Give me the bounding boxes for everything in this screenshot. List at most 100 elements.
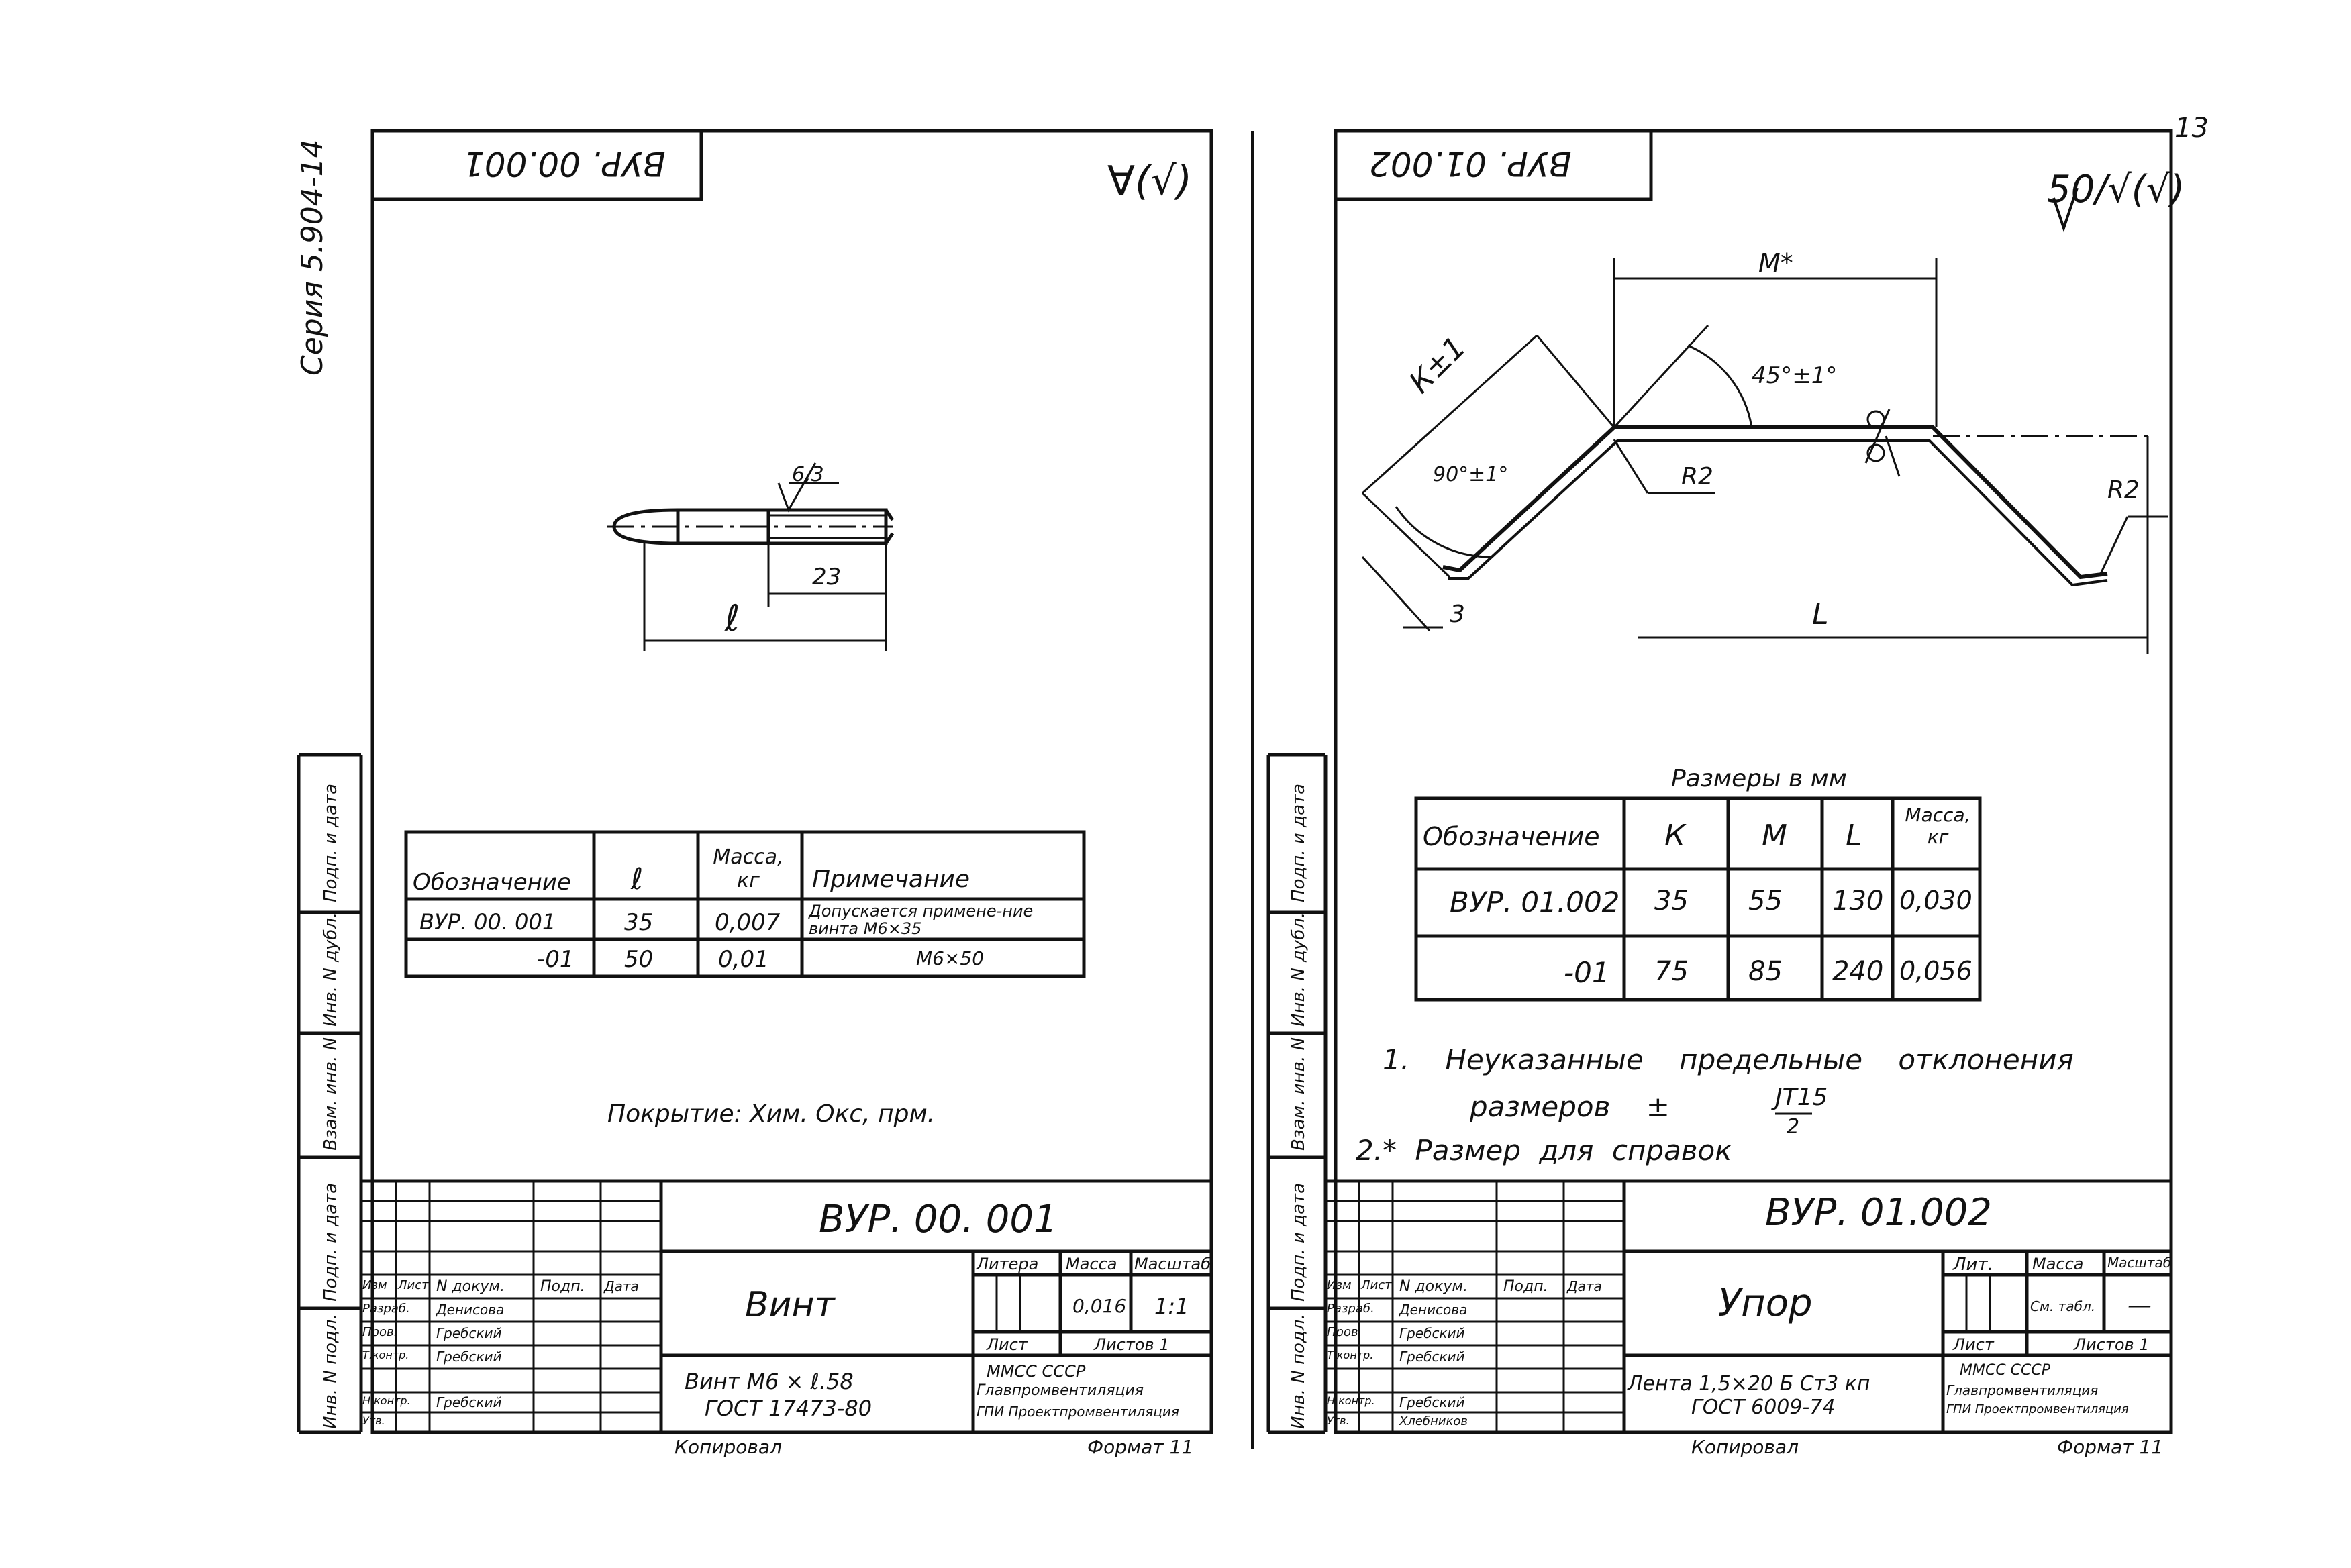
dim-angle-90: 90°±1° — [1433, 463, 1509, 486]
right-sign-role-1: Разраб. — [1327, 1302, 1374, 1316]
right-sign-role-2: Пров. — [1327, 1325, 1362, 1339]
right-tb-scale-value: — — [2128, 1292, 2152, 1319]
left-sign-role-4: Н.контр. — [362, 1394, 411, 1407]
left-table-r2-l: 50 — [624, 946, 654, 973]
left-table-r2-mass: 0,01 — [718, 946, 769, 973]
note-1: 1. Неуказанные предельные отклонения — [1383, 1043, 2074, 1076]
dim-three: 3 — [1450, 600, 1465, 628]
right-sign-name-1: Денисова — [1399, 1302, 1468, 1318]
right-tb-list: Лист — [1953, 1335, 1994, 1354]
left-sign-name-4: Гребский — [436, 1394, 502, 1410]
left-corner-code: ВУР. 00.001 — [463, 144, 666, 183]
right-sign-role-3: Т.контр. — [1327, 1349, 1374, 1361]
left-tb-code: ВУР. 00. 001 — [819, 1198, 1058, 1241]
left-sign-h-podp: Подп. — [540, 1278, 585, 1295]
left-side-label-5: Инв. N подл. — [321, 1314, 341, 1429]
left-table-header-mass: Масса, кг — [713, 845, 784, 892]
left-side-label-1: Подп. и дата — [321, 783, 341, 902]
left-sign-role-5: Утв. — [362, 1414, 385, 1427]
dim-m: М* — [1758, 248, 1793, 278]
right-sign-name-5: Хлебников — [1399, 1414, 1468, 1428]
left-sign-h-doc: N докум. — [436, 1278, 505, 1295]
left-tb-org-1: ММСС СССР — [987, 1362, 1086, 1381]
right-sign-role-4: Н.контр. — [1327, 1394, 1375, 1407]
right-frame — [1334, 129, 2173, 1434]
right-tb-org-3: ГПИ Проектпромвентиляция — [1946, 1402, 2129, 1416]
left-tb-col-masshtab: Масштаб — [1134, 1255, 1211, 1273]
left-table-r1-mass: 0,007 — [715, 909, 781, 936]
right-table-r2-name: -01 — [1564, 956, 1610, 989]
left-sign-name-3: Гребский — [436, 1349, 502, 1365]
left-tb-scale-value: 1:1 — [1154, 1294, 1189, 1319]
left-tb-listov: Листов 1 — [1094, 1335, 1170, 1354]
left-coating-note: Покрытие: Хим. Окс, прм. — [607, 1100, 936, 1128]
right-table-header-m: М — [1762, 819, 1787, 853]
page-number: 13 — [2174, 113, 2209, 144]
right-tb-copied: Копировал — [1691, 1436, 1799, 1458]
left-tb-col-litera: Литера — [977, 1255, 1039, 1273]
left-sign-name-1: Денисова — [436, 1302, 505, 1318]
left-tb-col-massa: Масса — [1066, 1255, 1117, 1273]
right-sign-role-5: Утв. — [1327, 1414, 1350, 1427]
left-tb-mass-value: 0,016 — [1072, 1295, 1127, 1317]
series-label: Серия 5.904-14 — [295, 139, 330, 376]
right-tb-format: Формат 11 — [2057, 1436, 2164, 1458]
right-corner-code: ВУР. 01.002 — [1369, 144, 1572, 183]
right-table-header-name: Обозначение — [1423, 822, 1600, 851]
right-tb-listov: Листов 1 — [2074, 1335, 2150, 1354]
note-2: 2.* Размер для справок — [1356, 1134, 1732, 1167]
screw-length-dim: ℓ — [725, 597, 740, 639]
thread-length-dim: 23 — [812, 564, 842, 590]
left-sign-h-data: Дата — [604, 1278, 639, 1294]
right-side-label-4: Подп. и дата — [1289, 1182, 1309, 1302]
left-tb-copied: Копировал — [674, 1436, 782, 1458]
note-1b: размеров ± — [1470, 1090, 1670, 1123]
left-sign-h-izm: Изм — [362, 1278, 387, 1292]
right-sign-h-izm: Изм — [1327, 1278, 1352, 1292]
left-sign-role-3: Т.контр. — [362, 1349, 409, 1361]
right-table-header-l: L — [1846, 819, 1862, 853]
left-tb-material-1: Винт М6 × ℓ.58 — [685, 1369, 854, 1394]
note-1-frac-top: JT15 — [1775, 1084, 1828, 1111]
right-table-r2-m: 85 — [1748, 956, 1783, 987]
right-tb-name: Упор — [1718, 1282, 1813, 1325]
right-side-label-5: Инв. N подл. — [1289, 1314, 1309, 1429]
left-table-r2-note: М6×50 — [916, 947, 985, 970]
right-side-label-3: Взам. инв. N — [1289, 1037, 1309, 1151]
right-table-r2-mass: 0,056 — [1899, 956, 1972, 986]
left-table-r1-note: Допускается примене-ние винта М6×35 — [809, 902, 1034, 938]
right-table-r2-k: 75 — [1654, 956, 1689, 987]
right-sign-h-doc: N докум. — [1399, 1278, 1468, 1295]
right-tb-code: ВУР. 01.002 — [1765, 1191, 1992, 1235]
right-sign-name-4: Гребский — [1399, 1394, 1465, 1410]
right-tb-material-1: Лента 1,5×20 Б Ст3 кп — [1628, 1372, 1870, 1396]
right-corner-stamp — [1334, 129, 1653, 201]
left-side-label-2: Инв. N дубл. — [321, 912, 341, 1027]
left-tb-format: Формат 11 — [1087, 1436, 1194, 1458]
right-table-r2-l: 240 — [1832, 956, 1884, 987]
right-tb-material-2: ГОСТ 6009-74 — [1691, 1396, 1836, 1419]
dim-r2-a: R2 — [1681, 463, 1713, 490]
right-sign-name-2: Гребский — [1399, 1325, 1465, 1341]
right-tb-col-litera: Лит. — [1953, 1255, 1993, 1275]
left-sign-name-2: Гребский — [436, 1325, 502, 1341]
right-table-header-k: К — [1664, 819, 1686, 853]
left-frame — [370, 129, 1213, 1434]
left-side-label-3: Взам. инв. N — [321, 1037, 341, 1151]
right-roughness-mark: 50/√(√) — [2047, 168, 2185, 211]
right-table-r1-k: 35 — [1654, 886, 1689, 917]
left-table-header-note: Примечание — [812, 866, 970, 893]
right-tb-col-massa: Масса — [2032, 1255, 2084, 1273]
left-tb-name: Винт — [745, 1285, 835, 1325]
left-table-r1-name: ВУР. 00. 001 — [419, 909, 556, 935]
left-roughness-mark: ∀(√) — [1107, 158, 1193, 205]
right-tb-mass-value: См. табл. — [2030, 1298, 2096, 1314]
left-sign-h-list: Лист — [398, 1278, 429, 1292]
left-sign-role-2: Пров. — [362, 1325, 398, 1339]
thread-roughness-dim: 6,3 — [792, 463, 824, 486]
dim-r2-b: R2 — [2107, 476, 2140, 504]
note-1-frac-bottom: 2 — [1787, 1115, 1800, 1139]
right-side-label-1: Подп. и дата — [1289, 783, 1309, 902]
left-table-header-l: ℓ — [631, 862, 644, 896]
left-corner-stamp — [370, 129, 703, 201]
